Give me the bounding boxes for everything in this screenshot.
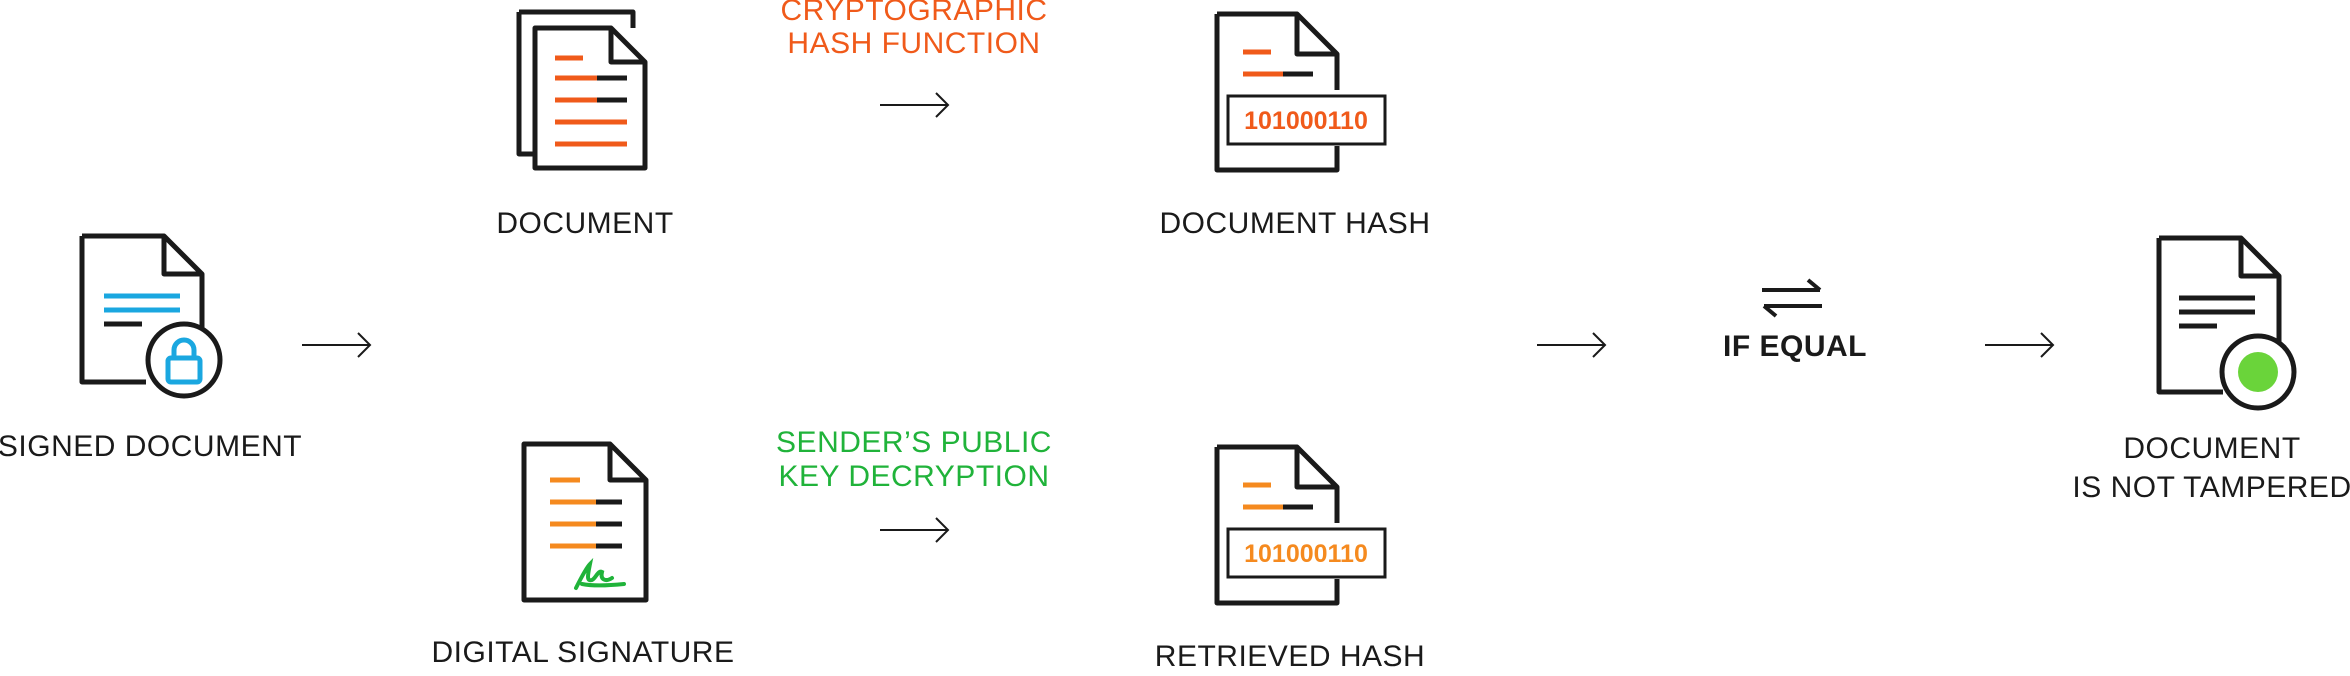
decryption-label-line1: SENDER’S PUBLIC <box>776 426 1052 459</box>
retrieved-hash-icon: 101000110 <box>1214 444 1387 606</box>
lock-icon <box>145 321 223 399</box>
if-equal-label: IF EQUAL <box>1723 330 1867 363</box>
result-label-line1: DOCUMENT <box>2123 432 2301 465</box>
document-hash-icon: 101000110 <box>1214 11 1387 173</box>
retrieved-hash-value: 101000110 <box>1244 540 1368 568</box>
signed-document-label: SIGNED DOCUMENT <box>0 430 303 463</box>
digital-signature-label: DIGITAL SIGNATURE <box>431 636 735 669</box>
signed-document-icon <box>79 233 223 399</box>
hash-function-label-line2: HASH FUNCTION <box>787 27 1041 60</box>
decryption-label-line2: KEY DECRYPTION <box>778 460 1050 493</box>
document-label: DOCUMENT <box>496 207 674 240</box>
document-hash-value: 101000110 <box>1244 107 1368 135</box>
arrow-icon <box>880 92 950 118</box>
document-stack-icon <box>516 9 648 171</box>
retrieved-hash-label: RETRIEVED HASH <box>1154 640 1426 673</box>
arrow-icon <box>1985 332 2055 358</box>
arrow-icon <box>1537 332 1607 358</box>
verified-status-icon <box>2219 333 2297 411</box>
result-label-line2: IS NOT TAMPERED <box>2072 471 2350 504</box>
document-hash-label: DOCUMENT HASH <box>1159 207 1431 240</box>
arrow-icon <box>302 332 372 358</box>
compare-arrows-icon <box>1762 278 1822 318</box>
arrow-icon <box>880 517 950 543</box>
verified-document-icon <box>2156 235 2297 411</box>
signature-document-icon <box>521 441 649 603</box>
hash-function-label-line1: CRYPTOGRAPHIC <box>780 0 1048 27</box>
